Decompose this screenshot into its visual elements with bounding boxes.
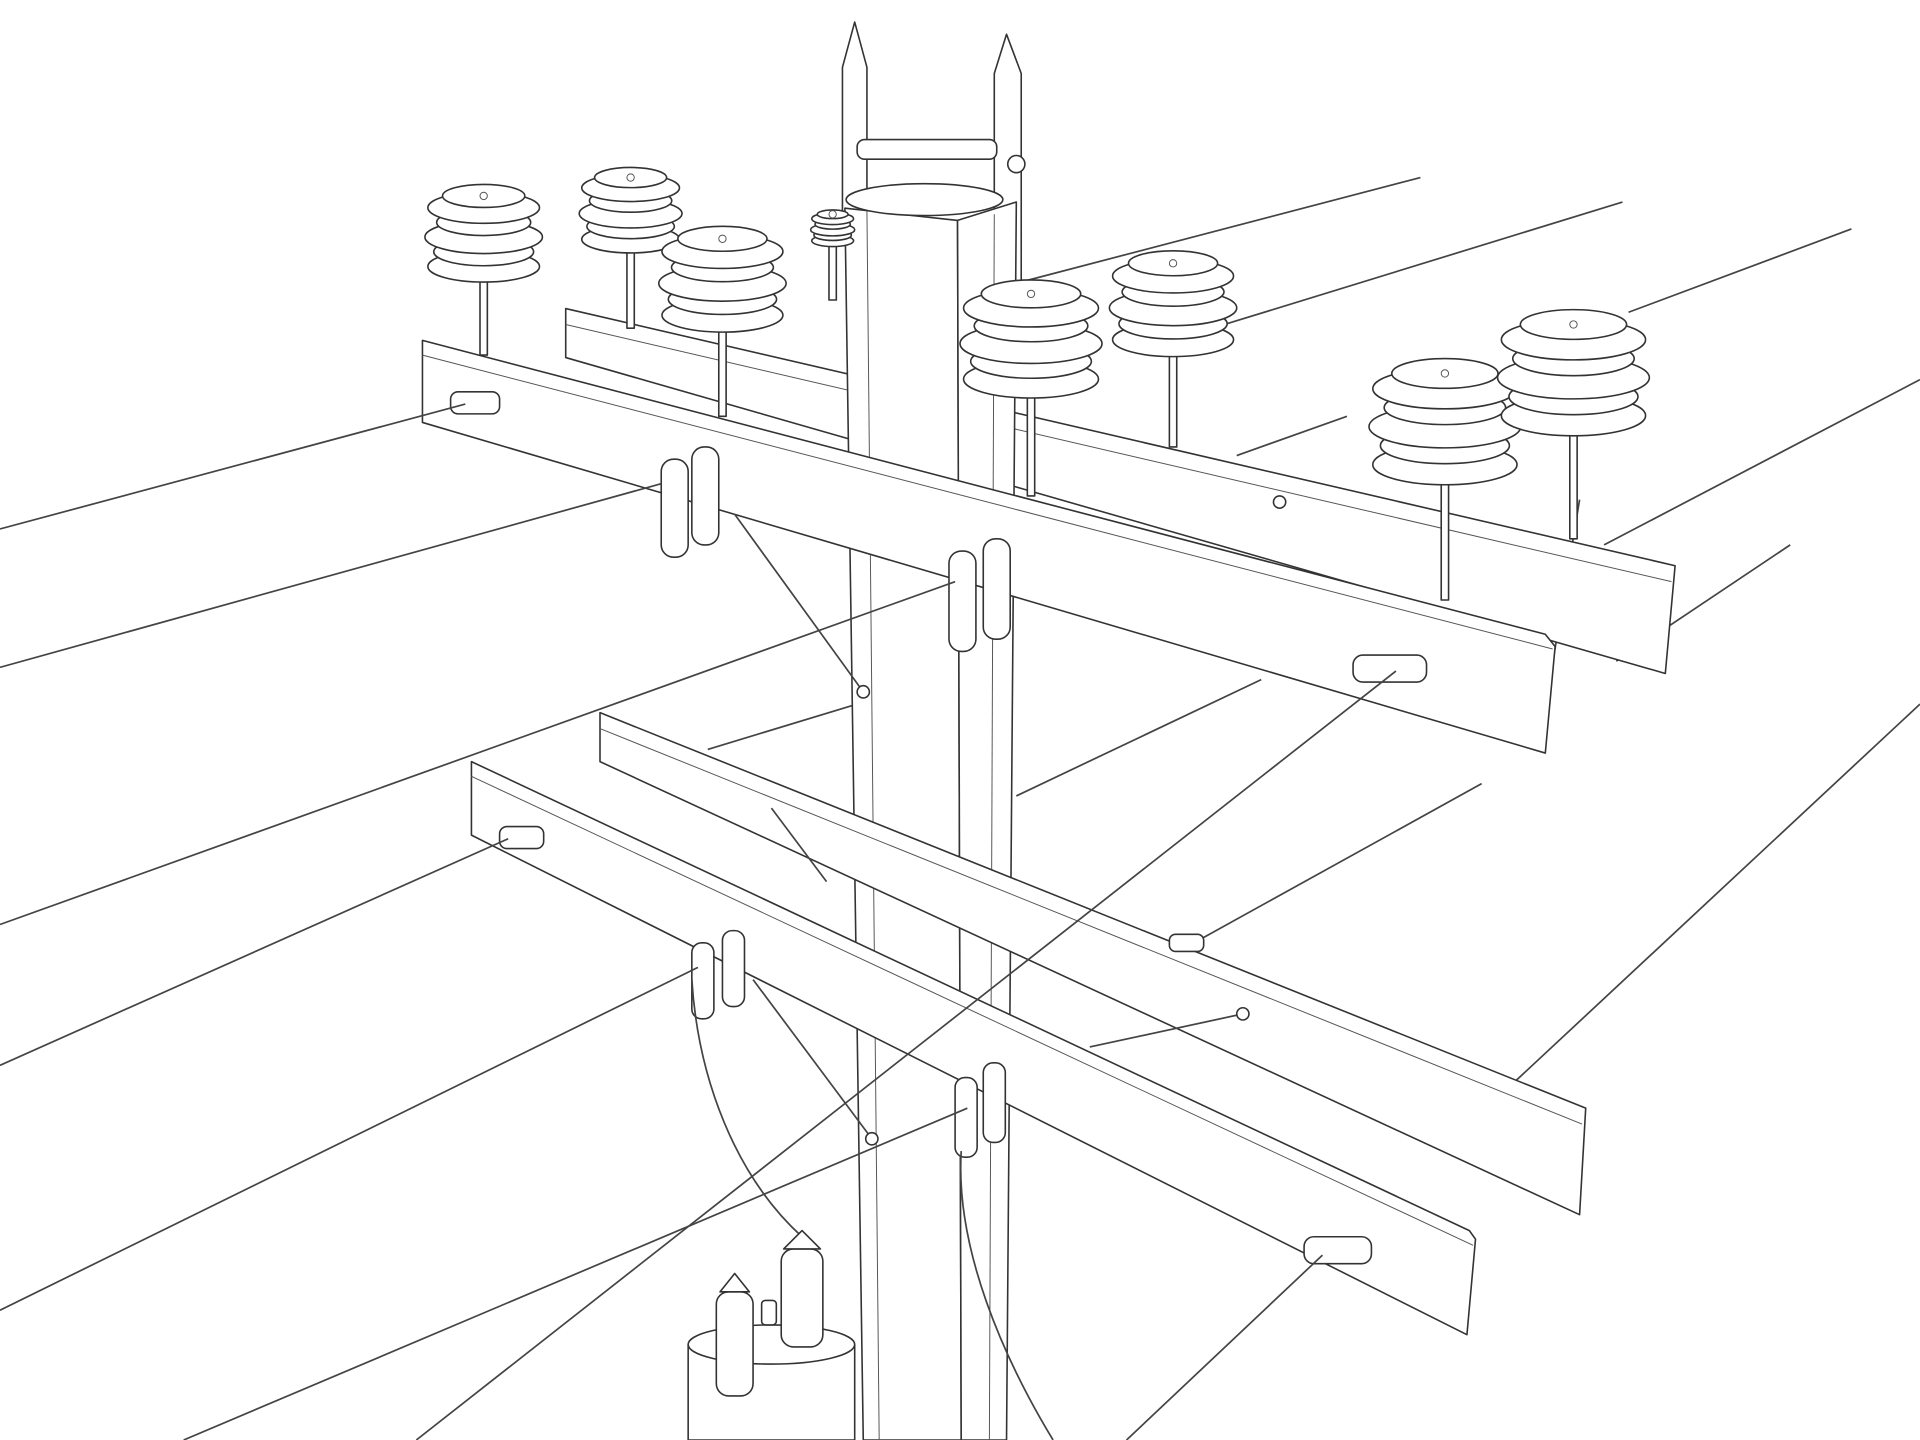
bolt: [1235, 1006, 1250, 1021]
power-wires-front: [0, 403, 1397, 1440]
drop-wire: [959, 1150, 1054, 1440]
strain-insulators: [449, 391, 1428, 1265]
lower-back-crossarm: [599, 711, 1587, 1216]
bushing: [780, 1248, 824, 1348]
bolt: [864, 1131, 879, 1146]
wire: [1193, 782, 1483, 944]
bushing: [715, 1291, 754, 1397]
wire: [1022, 176, 1421, 283]
wire: [1603, 378, 1920, 546]
left-post: [841, 21, 868, 216]
wire: [1628, 228, 1852, 314]
braces: [733, 495, 1287, 1146]
pin-insulator: [809, 209, 856, 301]
wire: [1125, 1254, 1324, 1440]
pin-insulator: [424, 183, 544, 356]
post-rung: [856, 138, 998, 160]
transformer: [687, 1229, 856, 1440]
wire: [1505, 703, 1920, 1091]
lower-front-crossarm: [470, 760, 1477, 1336]
pin-insulator: [959, 279, 1103, 497]
wire: [0, 837, 509, 1067]
pin-insulator: [1496, 308, 1651, 540]
bolt: [1006, 154, 1026, 174]
wire: [0, 966, 699, 1311]
upper-back-crossarm: [564, 307, 1676, 675]
wire: [415, 670, 1397, 1440]
wire: [1224, 201, 1623, 326]
wire: [0, 403, 466, 530]
wire: [0, 580, 956, 926]
pin-insulator: [578, 166, 683, 329]
pin-insulator: [1108, 249, 1238, 448]
power-wires-back: [707, 176, 1920, 1091]
wire: [0, 482, 662, 669]
bolt: [856, 684, 871, 699]
pin-insulators: [424, 166, 1651, 601]
wire: [707, 703, 858, 751]
wire: [183, 1107, 968, 1440]
wire: [1015, 678, 1262, 797]
drop-wire: [690, 979, 803, 1238]
wire: [1236, 415, 1348, 457]
pin-insulator: [657, 225, 787, 418]
pole-cap: [845, 182, 1004, 217]
bolt: [1272, 495, 1287, 509]
